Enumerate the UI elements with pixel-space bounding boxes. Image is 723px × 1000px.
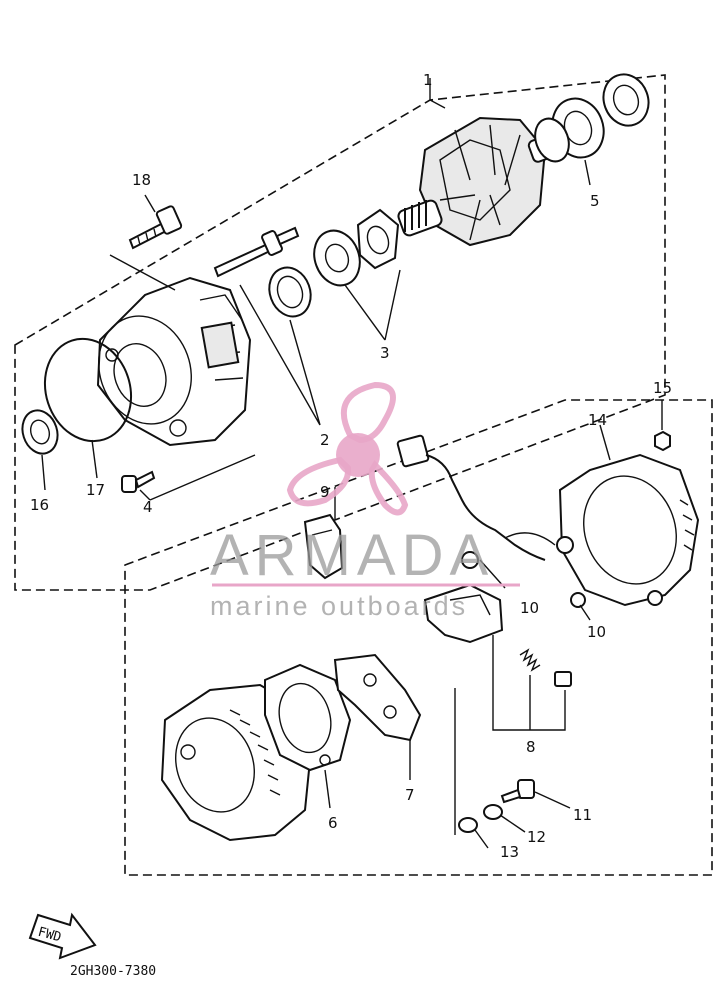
washer-13 bbox=[458, 817, 478, 833]
bearing-cover-cap bbox=[602, 73, 650, 127]
callout-10-upper: 10 bbox=[520, 599, 539, 617]
watermark-brand: ARMADA bbox=[210, 523, 494, 588]
bearing-retainer-plate bbox=[356, 208, 400, 270]
callout-labels: 1 2 3 4 5 6 7 8 9 10 10 11 12 13 14 15 1… bbox=[30, 71, 672, 861]
callout-14: 14 bbox=[588, 411, 607, 429]
front-bearing bbox=[313, 229, 361, 287]
callout-15: 15 bbox=[653, 379, 672, 397]
armada-propeller-logo bbox=[286, 381, 409, 516]
regulator-clip-9 bbox=[303, 513, 344, 580]
callout-9: 9 bbox=[320, 483, 330, 501]
callout-7: 7 bbox=[405, 786, 415, 804]
o-ring-17 bbox=[43, 337, 133, 443]
watermark-tagline: marine outboards bbox=[210, 591, 468, 621]
callout-18: 18 bbox=[132, 171, 151, 189]
callout-2: 2 bbox=[320, 431, 330, 449]
spacer-collar bbox=[268, 266, 312, 318]
bolt-18 bbox=[128, 205, 183, 250]
rear-bearing bbox=[534, 97, 605, 163]
stator-6 bbox=[264, 663, 352, 772]
diagram-code: 2GH300-7380 bbox=[70, 964, 156, 979]
callout-12: 12 bbox=[527, 828, 546, 846]
nut-15 bbox=[654, 430, 671, 452]
carbon-brush bbox=[554, 671, 572, 687]
callout-8: 8 bbox=[526, 738, 536, 756]
fwd-label: FWD bbox=[36, 925, 63, 946]
brush-holder-assembly bbox=[423, 551, 586, 644]
assembly-boundary-lower bbox=[124, 399, 713, 876]
callout-16: 16 bbox=[30, 496, 49, 514]
fwd-arrow-icon: FWD bbox=[28, 912, 97, 960]
brush-spring bbox=[519, 648, 541, 672]
callout-3: 3 bbox=[380, 344, 390, 362]
watermark: ARMADA marine outboards bbox=[210, 381, 520, 621]
callout-1: 1 bbox=[423, 71, 433, 89]
washer-12 bbox=[483, 804, 503, 820]
callout-17: 17 bbox=[86, 481, 105, 499]
oil-seal-16 bbox=[21, 409, 59, 455]
rear-cover bbox=[556, 453, 700, 607]
front-housing bbox=[96, 276, 252, 447]
callout-4: 4 bbox=[143, 498, 153, 516]
screw-11 bbox=[500, 779, 535, 804]
callout-11: 11 bbox=[573, 806, 592, 824]
callout-5: 5 bbox=[590, 192, 600, 210]
callout-6: 6 bbox=[328, 814, 338, 832]
callout-10-lower: 10 bbox=[587, 623, 606, 641]
leader-lines bbox=[41, 78, 663, 849]
wire-connector bbox=[396, 434, 556, 561]
through-bolt bbox=[213, 226, 300, 278]
screw-4 bbox=[121, 470, 156, 493]
callout-13: 13 bbox=[500, 843, 519, 861]
